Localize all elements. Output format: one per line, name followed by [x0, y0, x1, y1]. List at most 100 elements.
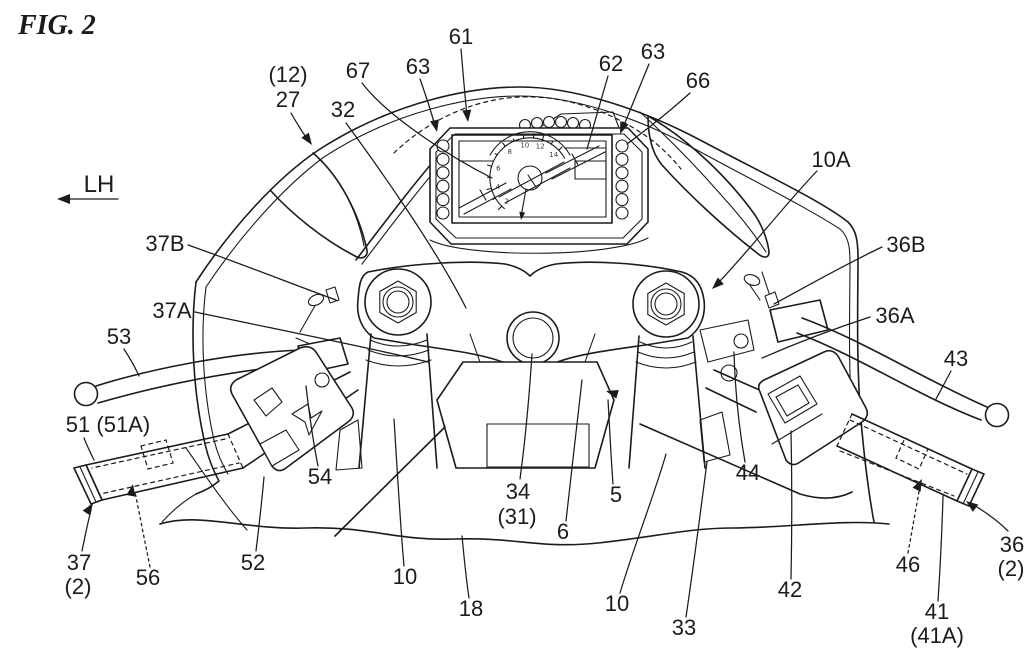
- indicator-light: [615, 193, 629, 207]
- display-info-segments: [458, 147, 607, 162]
- label-62: 62: [599, 51, 623, 76]
- fork-left-bracket: [335, 419, 363, 471]
- leader-10L: [393, 418, 405, 567]
- indicator-light: [615, 179, 629, 193]
- leader-46-dotted: [907, 485, 921, 554]
- label-10A: 10A: [811, 147, 850, 172]
- leader-10R: [619, 453, 667, 594]
- fork-top-left: [364, 268, 432, 336]
- fairing-outer-top: [195, 86, 875, 523]
- label-46: 46: [896, 552, 920, 577]
- tachometer-outer-arc: [489, 131, 571, 156]
- leader-36A: [761, 316, 871, 359]
- tach-tick-14: 14: [549, 151, 558, 159]
- label-42: 42: [778, 577, 802, 602]
- label-53: 53: [107, 324, 131, 349]
- starter-switch-inner: [775, 384, 810, 417]
- reference-labels: (12) 27 67 63 61 62 63 66 32 10A 37B 36B…: [65, 24, 1025, 648]
- label-6: 6: [557, 519, 569, 544]
- body-bottom-wavy: [159, 519, 890, 546]
- windscreen-pocket-left: [270, 152, 368, 259]
- bar-clamp-post-right: [764, 291, 780, 309]
- leader-5: [607, 399, 614, 485]
- leader-43: [935, 370, 952, 400]
- leader-34: [519, 353, 533, 480]
- leader-54: [305, 385, 319, 467]
- leader-37B: [187, 244, 337, 301]
- label-67: 67: [346, 58, 370, 83]
- indicator-light: [436, 193, 450, 207]
- clutch-lever-ball-end: [73, 381, 99, 407]
- indicator-light: [530, 116, 544, 130]
- label-66: 66: [686, 68, 710, 93]
- fork-legs: [335, 319, 755, 471]
- bar-end-cap-left: [79, 466, 97, 503]
- mirror-boss-left: [307, 293, 325, 307]
- leader-37: [81, 509, 92, 552]
- clamp-bolt-right-upper: [733, 333, 749, 349]
- frame-lines: [469, 333, 596, 363]
- indicator-light: [615, 166, 629, 180]
- switch-button-left-lower: [259, 429, 300, 467]
- label-54: 54: [308, 464, 332, 489]
- arrowhead-27: [301, 132, 312, 145]
- leader-37A: [194, 311, 429, 363]
- indicator-light: [436, 179, 450, 193]
- indicator-light: [436, 166, 450, 180]
- throttle-grip: [836, 413, 985, 507]
- lower-cowl: [159, 333, 890, 546]
- bar-clamp-post-left: [325, 286, 340, 304]
- housing-pivot-bolt-left: [314, 372, 330, 388]
- label-61: 61: [449, 24, 473, 49]
- label-43: 43: [944, 346, 968, 371]
- label-63-right: 63: [641, 39, 665, 64]
- arrowhead-46: [912, 479, 922, 492]
- leader-62: [586, 75, 609, 150]
- mirror-stay-left: [295, 303, 317, 345]
- lh-arrow-icon: [57, 194, 70, 204]
- leader-66: [626, 92, 691, 145]
- label-27: 27: [276, 87, 300, 112]
- fork-tube-left-rings: [365, 339, 432, 367]
- leader-lines: [81, 48, 1009, 618]
- slash-group-left: [458, 182, 512, 215]
- switch-housing-right: [757, 349, 869, 466]
- left-grip: [73, 433, 244, 505]
- label-33: 33: [672, 615, 696, 640]
- cowl-edge-left: [334, 426, 446, 537]
- switch-button-left-upper: [253, 387, 283, 417]
- fork-tube-right-rings: [635, 341, 697, 369]
- label-36A: 36A: [875, 303, 914, 328]
- arrowhead-5: [606, 389, 619, 399]
- fairing-inner-left: [202, 286, 229, 475]
- display-info-box: [574, 160, 607, 180]
- air-duct-outer: [436, 361, 615, 469]
- label-37-sub: (2): [65, 574, 92, 599]
- grip-dashed-right: [836, 413, 968, 497]
- master-cylinder-right: [769, 299, 829, 343]
- label-37: 37: [67, 550, 91, 575]
- label-5: 5: [610, 482, 622, 507]
- brake-lever-ball-end: [984, 402, 1010, 428]
- right-indicator-lights: [615, 139, 629, 220]
- leader-36: [971, 503, 1009, 532]
- label-10-left: 10: [393, 564, 417, 589]
- leader-63R: [622, 63, 650, 129]
- fairing-outline: [185, 86, 875, 531]
- arrowhead-37: [82, 503, 93, 516]
- label-41A: (41A): [910, 623, 964, 648]
- leader-53: [123, 348, 140, 377]
- bar-clamp-right: [699, 319, 755, 363]
- windscreen-dashed-line: [393, 96, 682, 170]
- label-36B: 36B: [886, 232, 925, 257]
- label-44: 44: [736, 460, 760, 485]
- arrowhead-56: [126, 484, 136, 497]
- left-controls: [73, 286, 359, 505]
- leader-51: [83, 437, 95, 461]
- figure-title: FIG. 2: [17, 10, 96, 41]
- fairing-inner-top: [205, 95, 853, 421]
- grip-outline-left: [85, 433, 244, 501]
- brake-lever-blade: [796, 317, 988, 421]
- fork-cap-center: [386, 290, 410, 314]
- grip-section-left: [140, 439, 174, 470]
